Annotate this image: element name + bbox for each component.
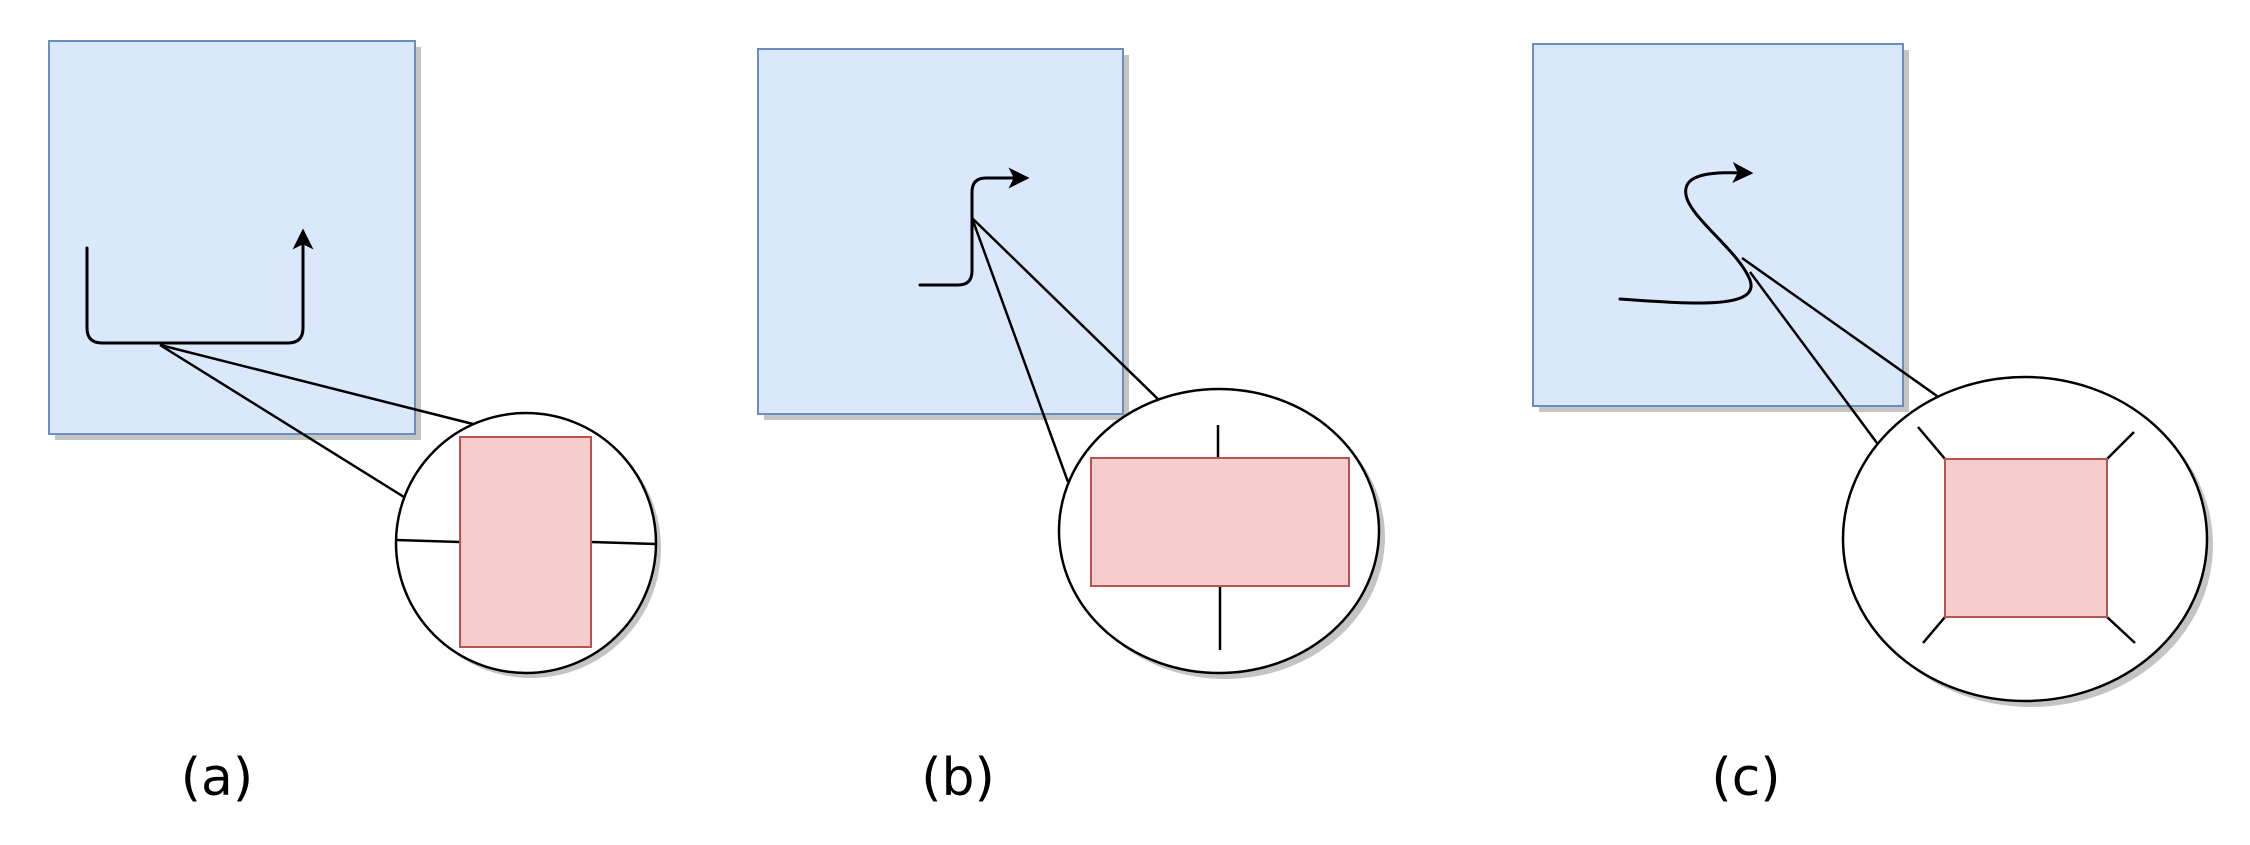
port-stub	[1917, 426, 1946, 460]
leader-line	[971, 217, 1163, 404]
panel-caption: (c)	[1711, 748, 1780, 808]
canvas-area	[757, 48, 1124, 415]
leader-line	[970, 217, 1070, 483]
panel-b: (b)	[757, 48, 1385, 808]
curved-connector	[1618, 162, 1754, 305]
leader-line	[159, 343, 405, 499]
port-stub	[2106, 616, 2136, 644]
leader-line	[1741, 256, 1938, 398]
node-box	[1090, 457, 1350, 587]
port-stub	[395, 538, 461, 544]
node-box	[1944, 458, 2108, 618]
port-stub	[590, 540, 657, 546]
panel-caption: (b)	[921, 748, 995, 808]
panel-c: (c)	[1532, 43, 2213, 808]
orthogonal-connector	[918, 167, 1030, 287]
port-stub	[1922, 616, 1946, 644]
orthogonal-connector	[85, 228, 314, 345]
port-stub	[2106, 431, 2135, 460]
leader-line	[159, 343, 474, 426]
node-box	[459, 436, 592, 648]
panel-caption: (a)	[181, 748, 253, 808]
leader-line	[1748, 271, 1879, 444]
panel-a: (a)	[48, 40, 661, 808]
canvas-area	[48, 40, 416, 435]
canvas-area	[1532, 43, 1904, 407]
